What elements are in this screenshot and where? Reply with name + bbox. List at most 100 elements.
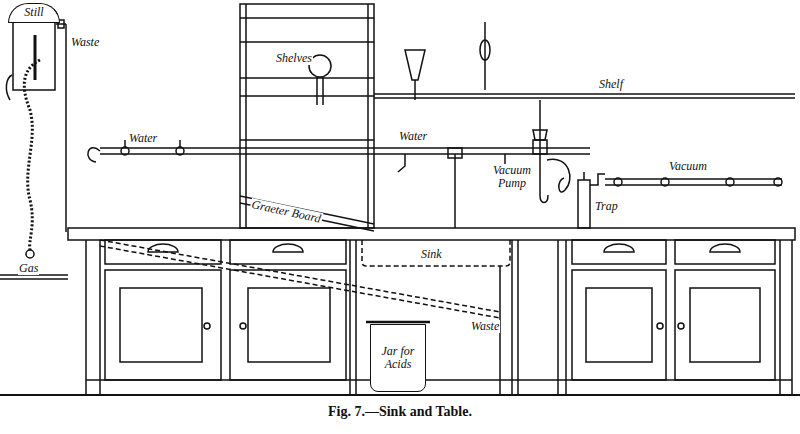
still-body bbox=[13, 22, 55, 90]
floor-line bbox=[0, 394, 800, 396]
node-label: Still bbox=[24, 6, 43, 19]
sink-basin bbox=[362, 240, 510, 266]
drain-pipe bbox=[100, 246, 500, 318]
water-hose bbox=[88, 148, 100, 162]
burette bbox=[484, 22, 486, 90]
part-label: Water bbox=[398, 130, 428, 143]
drawer bbox=[230, 240, 346, 264]
standpipe bbox=[454, 154, 456, 228]
table-leg bbox=[349, 240, 351, 395]
part-label: Sink bbox=[420, 248, 443, 261]
figure-caption: Fig. 7.—Sink and Table. bbox=[328, 404, 472, 420]
shelves-post bbox=[367, 4, 369, 228]
faucet bbox=[398, 154, 405, 172]
shelf-board bbox=[374, 93, 795, 95]
part-label: Shelf bbox=[598, 78, 624, 91]
door-panel bbox=[586, 288, 652, 362]
trap-bottle bbox=[578, 180, 590, 228]
shelf-board bbox=[240, 95, 374, 97]
flask-neck bbox=[322, 77, 324, 105]
shelf-board bbox=[240, 139, 374, 141]
table-leg bbox=[517, 240, 519, 395]
part-label: Trap bbox=[594, 200, 619, 213]
funnel-stem bbox=[414, 80, 416, 100]
cabinet-door bbox=[230, 270, 346, 380]
drawer-pull bbox=[273, 244, 303, 252]
table-leg bbox=[557, 240, 559, 395]
part-label: Vacuum Pump bbox=[488, 164, 536, 189]
trap-tube bbox=[590, 174, 605, 185]
door-panel bbox=[248, 288, 330, 362]
vacuum-valve bbox=[661, 178, 669, 186]
shelves-frame bbox=[240, 4, 374, 228]
table-leg bbox=[99, 240, 101, 395]
vacuum-hose bbox=[547, 159, 570, 192]
cabinet-door bbox=[572, 270, 666, 380]
drawer-pull bbox=[604, 244, 634, 252]
part-label: Shelves bbox=[275, 52, 313, 65]
shelf-board bbox=[374, 97, 795, 99]
node-label: Jar for Acids bbox=[374, 345, 422, 371]
door-knob bbox=[204, 323, 210, 329]
part-label: Waste bbox=[470, 320, 500, 333]
table-leg bbox=[779, 240, 781, 395]
vacuum-valve bbox=[614, 178, 622, 186]
door-knob bbox=[657, 323, 663, 329]
vacuum-pipe bbox=[605, 184, 782, 186]
drawer bbox=[572, 240, 666, 264]
still-outlet bbox=[56, 23, 62, 25]
door-panel bbox=[690, 288, 760, 362]
acid-jar: Jar for Acids bbox=[370, 324, 426, 392]
gas-hose bbox=[24, 60, 40, 250]
part-label: Gas bbox=[18, 262, 39, 275]
vacuum-valve bbox=[726, 178, 734, 186]
vacuum-valve bbox=[774, 178, 782, 186]
base-board bbox=[86, 379, 792, 381]
flask-neck bbox=[316, 77, 318, 105]
door-knob bbox=[240, 323, 246, 329]
jar-lid bbox=[366, 321, 430, 324]
table-leg bbox=[565, 240, 567, 395]
shelf-board bbox=[240, 77, 374, 79]
vacuum-pump bbox=[533, 140, 547, 154]
water-pipe bbox=[100, 147, 590, 149]
cabinet-door bbox=[105, 270, 221, 380]
door-knob bbox=[678, 323, 684, 329]
shelves-post bbox=[245, 4, 247, 228]
drawer-pull bbox=[148, 244, 178, 252]
drawer bbox=[675, 240, 775, 264]
waste-pipe bbox=[62, 23, 66, 25]
tee-fitting bbox=[448, 148, 462, 158]
drawer-pull bbox=[710, 244, 740, 252]
table-leg bbox=[355, 240, 357, 395]
table-leg bbox=[85, 240, 87, 395]
drain-pipe bbox=[100, 240, 500, 312]
water-valve bbox=[121, 147, 129, 155]
water-valve bbox=[124, 140, 126, 147]
table-leg bbox=[511, 240, 513, 395]
vacuum-pump bbox=[533, 130, 547, 140]
door-panel bbox=[120, 288, 202, 362]
water-pipe bbox=[100, 153, 590, 155]
water-valve bbox=[179, 140, 181, 147]
gas-valve bbox=[26, 250, 34, 258]
table-top bbox=[68, 228, 795, 240]
shelf-board bbox=[240, 17, 374, 19]
still-dome: Still bbox=[8, 3, 60, 23]
part-label: Water bbox=[128, 132, 158, 145]
pump-outlet bbox=[540, 195, 548, 203]
part-label: Graeter Board bbox=[249, 198, 323, 225]
part-label: Waste bbox=[70, 36, 100, 49]
trap-tube bbox=[583, 172, 585, 180]
part-label: Vacuum bbox=[668, 160, 708, 173]
vacuum-pipe bbox=[605, 178, 782, 180]
table-leg bbox=[791, 240, 793, 395]
funnel bbox=[405, 50, 425, 80]
still-gauge bbox=[34, 35, 37, 80]
still-drip bbox=[6, 75, 12, 100]
pump-pipe bbox=[539, 100, 541, 195]
cabinet-door bbox=[675, 270, 775, 380]
water-valve bbox=[176, 147, 184, 155]
shelf-board bbox=[240, 41, 374, 43]
